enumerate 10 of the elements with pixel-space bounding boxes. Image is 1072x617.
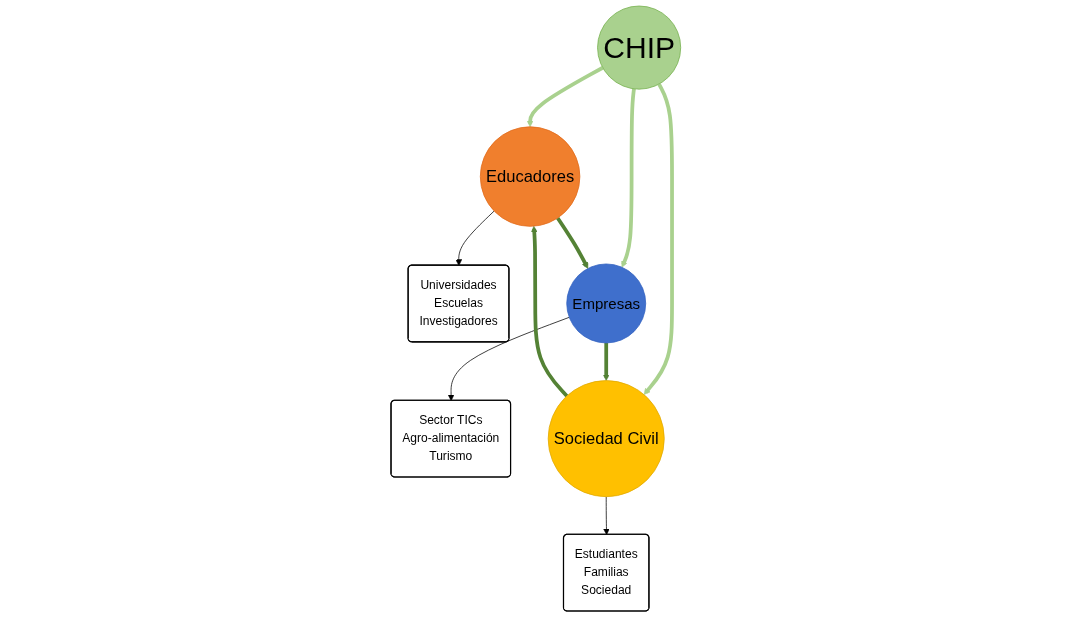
node-circle: Educadores (480, 126, 581, 227)
node-circle: Sociedad Civil (547, 380, 665, 498)
arrow (556, 217, 589, 269)
arrow (621, 88, 636, 268)
arrow (643, 83, 675, 395)
arrow (531, 225, 569, 398)
arrow (526, 66, 604, 128)
node-circle: CHIP (597, 5, 682, 90)
node-circle: Empresas (566, 263, 647, 344)
arrow (603, 342, 610, 381)
